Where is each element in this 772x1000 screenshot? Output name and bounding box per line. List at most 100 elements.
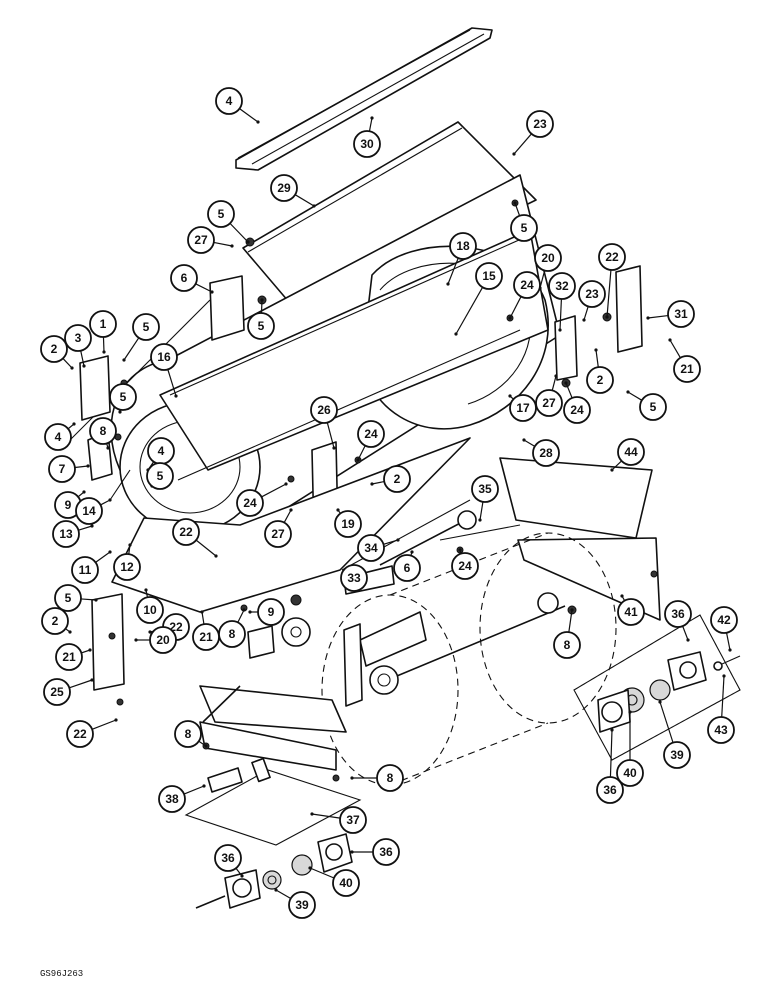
callout-bubble: [170, 264, 198, 292]
callout-leader: [583, 306, 589, 321]
callout-5: 5: [54, 584, 98, 612]
callout-bubble: [339, 806, 367, 834]
callout-leader-tip: [102, 350, 106, 354]
callout-bubble: [663, 741, 691, 769]
callout-number: 24: [520, 278, 534, 292]
callout-leader-tip: [446, 282, 450, 286]
callout-36: 36: [214, 844, 244, 878]
callout-leader-tip: [246, 240, 250, 244]
callout-bubble: [109, 383, 137, 411]
callout-leader-tip: [454, 332, 458, 336]
callout-bubble: [89, 417, 117, 445]
callout-leader-tip: [570, 608, 574, 612]
callout-number: 22: [73, 727, 87, 741]
callout-number: 21: [680, 362, 694, 376]
callout-bubble: [218, 620, 246, 648]
callout-number: 4: [158, 444, 165, 458]
callout-bubble: [563, 396, 591, 424]
callout-leader: [447, 257, 459, 285]
callout-number: 36: [603, 783, 617, 797]
callout-leader: [91, 719, 117, 730]
callout-40: 40: [616, 710, 644, 787]
callout-number: 5: [258, 319, 265, 333]
callout-number: 29: [277, 181, 291, 195]
callout-number: 40: [623, 766, 637, 780]
callout-bubble: [132, 313, 160, 341]
callout-bubble: [673, 355, 701, 383]
lower-pan: [184, 685, 362, 846]
callout-bubble: [334, 510, 362, 538]
callout-leader: [455, 287, 484, 335]
callout-leader-tip: [114, 718, 118, 722]
callout-leader-tip: [230, 244, 234, 248]
callout-leader: [80, 350, 85, 367]
callout-30: 30: [353, 116, 381, 158]
callout-bubble: [617, 438, 645, 466]
callout-number: 30: [360, 137, 374, 151]
callout-leader: [78, 525, 93, 531]
callout-2: 2: [586, 348, 614, 394]
callout-24: 24: [356, 420, 385, 462]
callout-leader: [357, 445, 366, 461]
callout-bubble: [113, 553, 141, 581]
callout-2: 2: [40, 335, 74, 370]
callout-bubble: [707, 716, 735, 744]
callout-23: 23: [512, 110, 554, 156]
callout-leader-tip: [594, 348, 598, 352]
callout-31: 31: [646, 300, 695, 328]
callout-bubble: [616, 759, 644, 787]
callout-28: 28: [522, 438, 560, 467]
callout-bubble: [449, 232, 477, 260]
callout-leader: [62, 358, 73, 369]
callout-leader: [195, 539, 217, 557]
callout-bubble: [71, 556, 99, 584]
callout-bubble: [535, 389, 563, 417]
callout-6: 6: [393, 550, 421, 582]
callout-leader: [371, 480, 385, 485]
callout-bubble: [146, 462, 174, 490]
callout-39: 39: [658, 700, 691, 769]
callout-36: 36: [664, 600, 692, 642]
callout-bubble: [48, 455, 76, 483]
callout-number: 27: [271, 527, 285, 541]
callout-leader-tip: [554, 374, 558, 378]
callout-leader-tip: [70, 366, 74, 370]
fan-housing: [69, 174, 561, 537]
callout-leader: [309, 867, 335, 879]
callout-leader-tip: [508, 316, 512, 320]
callout-number: 2: [51, 342, 58, 356]
callout-bubble: [270, 174, 298, 202]
callout-27: 27: [187, 226, 234, 254]
callout-bubble: [310, 396, 338, 424]
callout-number: 2: [394, 472, 401, 486]
top-angle-strip: [235, 27, 493, 171]
callout-number: 24: [570, 403, 584, 417]
callout-bubble: [44, 423, 72, 451]
callout-bubble: [357, 534, 385, 562]
callout-20: 20: [534, 244, 562, 290]
callout-number: 26: [317, 403, 331, 417]
callout-leader-tip: [134, 638, 138, 642]
callout-bubble: [174, 720, 202, 748]
callout-number: 11: [79, 563, 92, 577]
callout-number: 5: [65, 591, 72, 605]
callout-leader-tip: [82, 490, 86, 494]
callout-bubble: [187, 226, 215, 254]
callout-bubble: [532, 439, 560, 467]
callout-number: 12: [120, 560, 134, 574]
callout-leader-tip: [558, 328, 562, 332]
callout-number: 6: [181, 271, 188, 285]
callout-8: 8: [89, 417, 117, 450]
callout-14: 14: [75, 497, 112, 525]
callout-leader: [682, 625, 689, 641]
callout-bubble: [340, 564, 368, 592]
callout-2: 2: [370, 465, 411, 493]
callout-bubble: [596, 776, 624, 804]
callout-29: 29: [270, 174, 316, 208]
callout-bubble: [471, 475, 499, 503]
callout-bubble: [553, 631, 581, 659]
callout-8: 8: [350, 764, 404, 792]
callout-bubble: [393, 554, 421, 582]
callout-5: 5: [122, 313, 160, 362]
